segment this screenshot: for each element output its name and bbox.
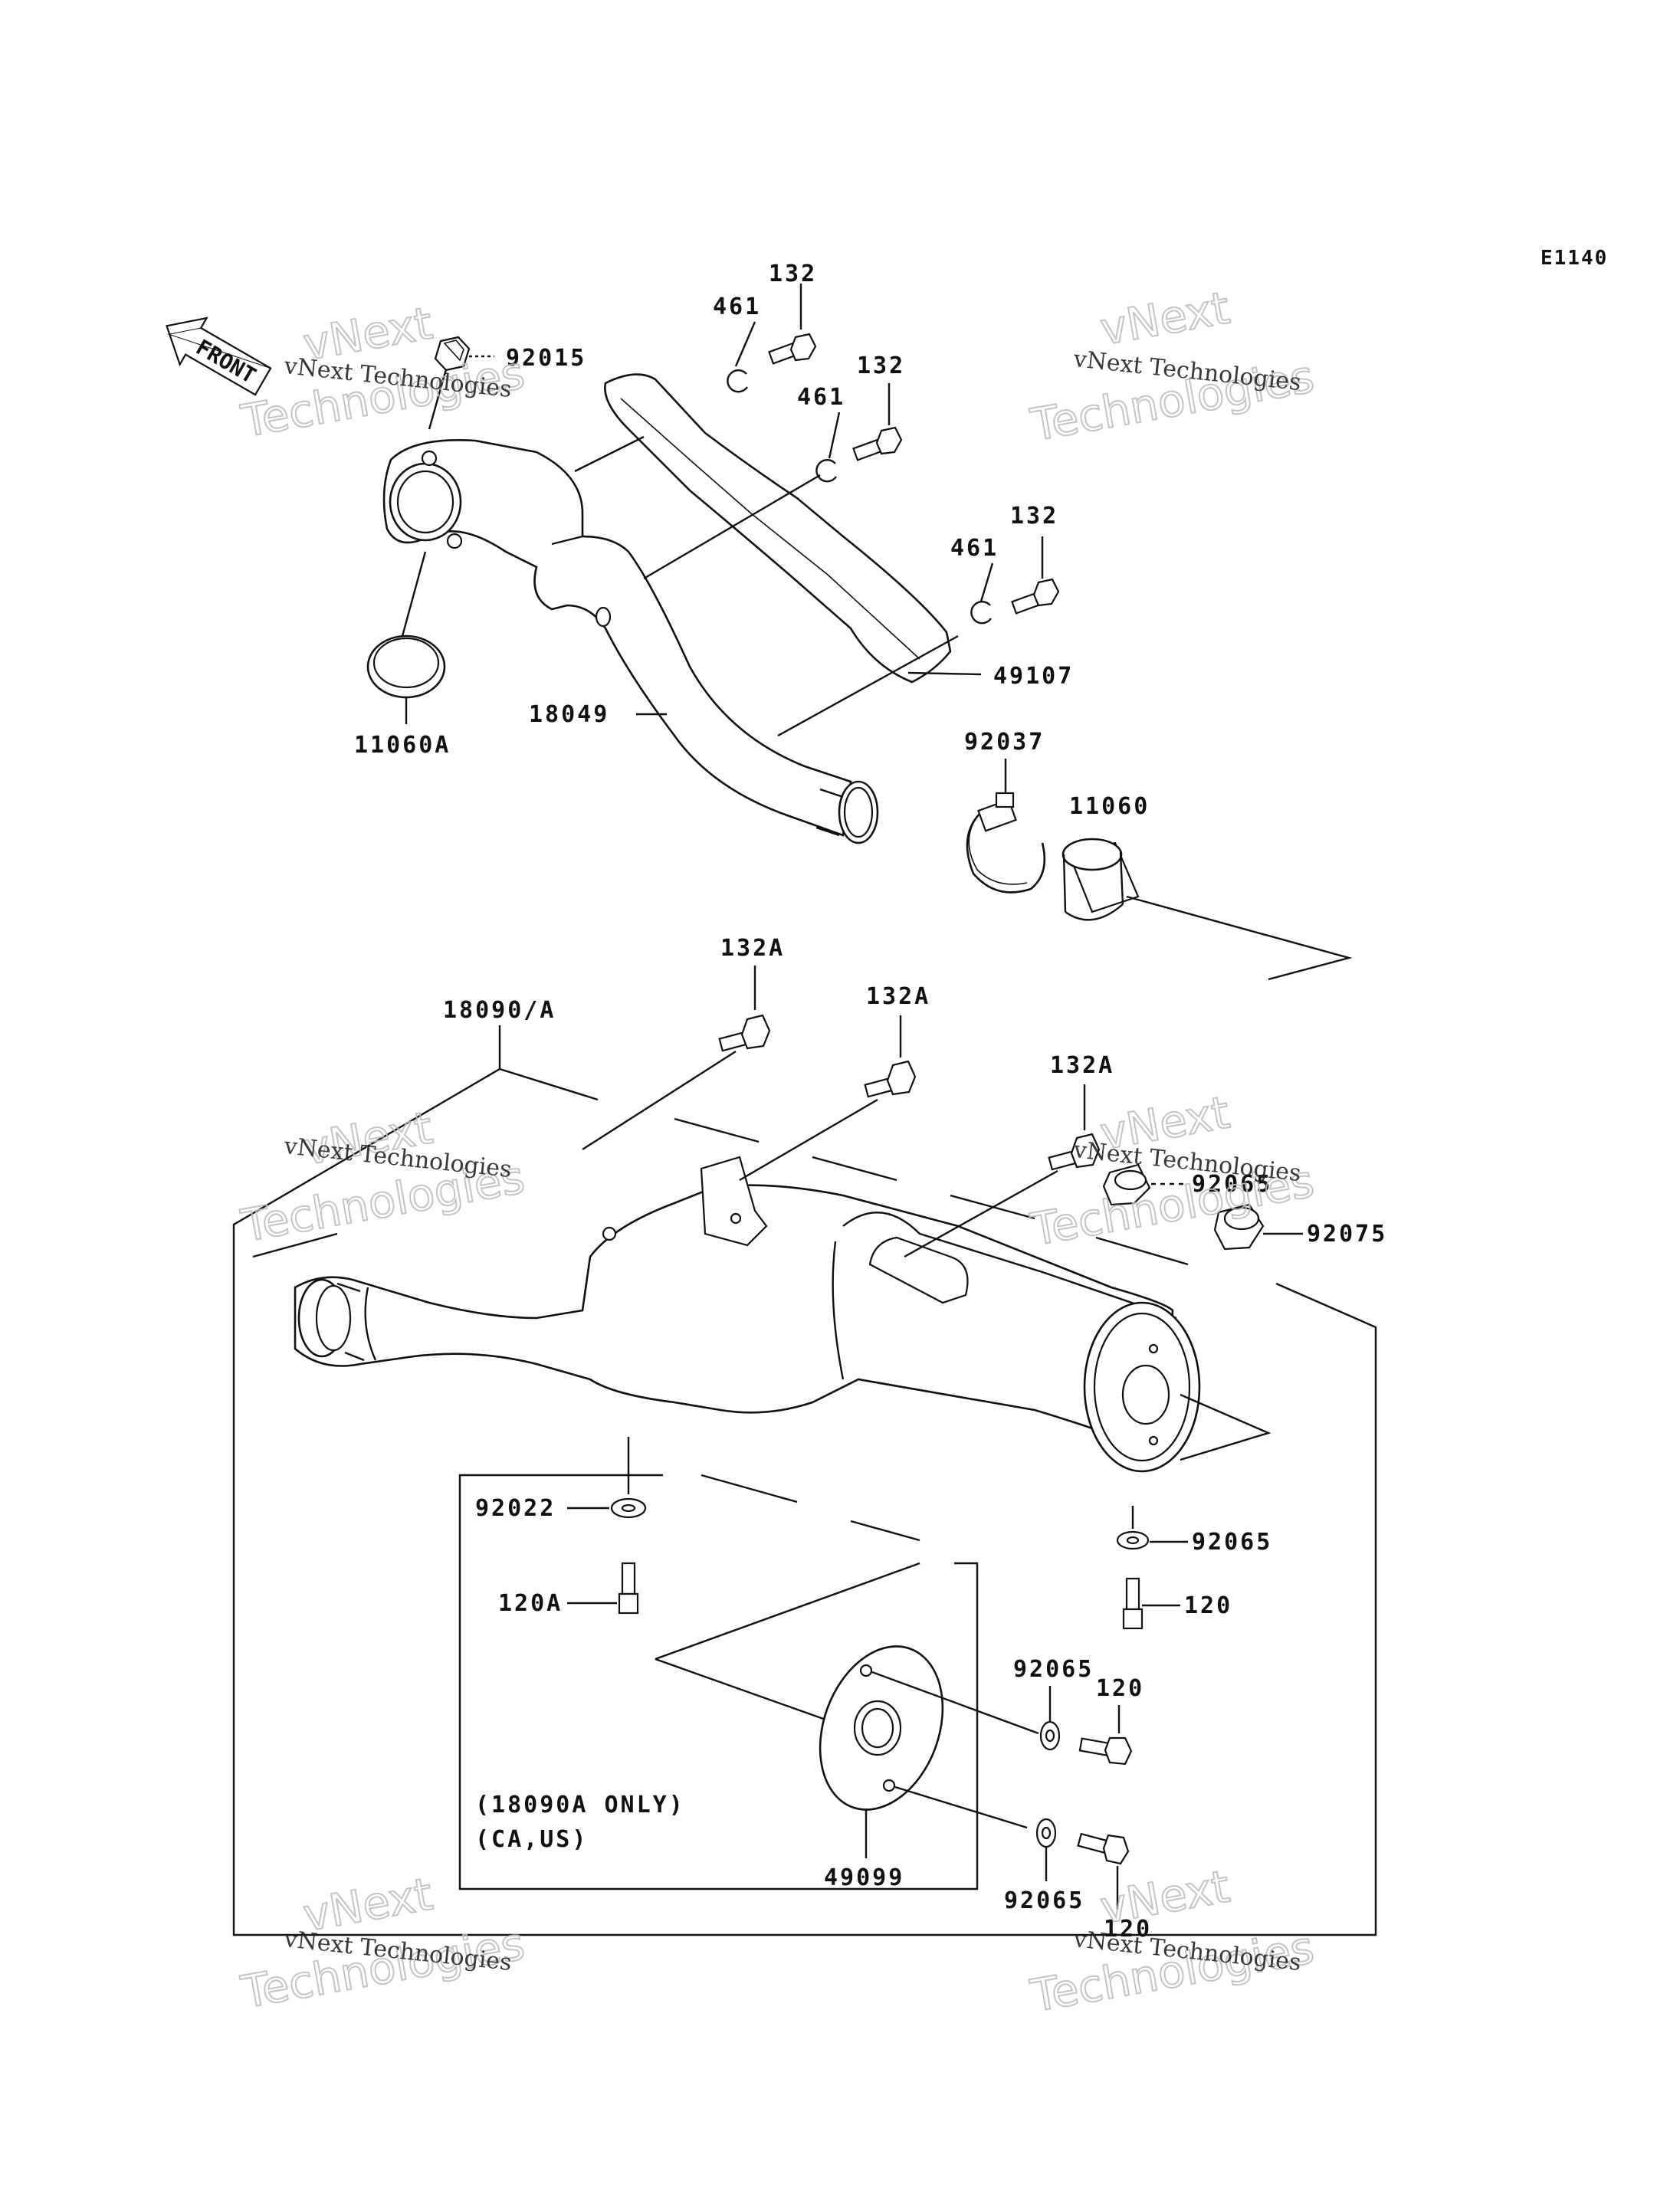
washer-92065-c	[1035, 1818, 1057, 1848]
grommet-92065-top	[1102, 1163, 1151, 1206]
retainer-461-b	[815, 458, 837, 483]
bolt-120-a	[1122, 1577, 1144, 1630]
spark-arrester-49099	[819, 1645, 944, 1811]
bolt-92015	[434, 336, 494, 372]
washer-92065-mid	[1116, 1530, 1150, 1550]
bolt-120A	[618, 1562, 639, 1615]
label-92037: 92037	[964, 729, 1045, 756]
bolt-132-a	[768, 333, 817, 365]
applicability-note-2: (CA,US)	[475, 1826, 588, 1853]
label-92022: 92022	[475, 1495, 556, 1522]
bolt-120-b	[1078, 1736, 1133, 1766]
retainer-461-a	[727, 369, 748, 393]
label-120A: 120A	[498, 1590, 563, 1617]
watermark-word: vNext	[1097, 281, 1234, 355]
label-92075: 92075	[1307, 1221, 1387, 1248]
watermark-bottom-left: vNext Technologies vNext Technologies	[237, 1867, 530, 2019]
bolt-120-c	[1077, 1832, 1130, 1865]
diagram-code: E1140	[1541, 247, 1608, 270]
heat-shield-49107	[604, 373, 952, 684]
watermark-mid-right: vNext Technologies vNext Technologies	[1026, 1085, 1319, 1257]
header-pipe-18049	[382, 439, 879, 844]
label-132A-c: 132A	[1050, 1052, 1114, 1079]
label-132A-a: 132A	[720, 935, 785, 962]
label-132-b: 132	[857, 353, 905, 379]
bolt-132-c	[1011, 578, 1060, 615]
label-132-a: 132	[769, 261, 817, 287]
label-461-c: 461	[950, 535, 999, 562]
retainer-461-c	[970, 600, 992, 625]
label-92065-c: 92065	[1004, 1887, 1084, 1914]
label-92065-mid: 92065	[1192, 1529, 1272, 1556]
label-120-b: 120	[1096, 1675, 1144, 1702]
washer-92065-b	[1039, 1720, 1061, 1751]
label-11060A: 11060A	[354, 732, 451, 759]
label-11060: 11060	[1069, 793, 1150, 820]
bolt-132A-b	[864, 1060, 917, 1098]
label-461-b: 461	[797, 384, 845, 411]
label-49099: 49099	[824, 1864, 904, 1891]
label-120-c: 120	[1104, 1916, 1152, 1943]
bolt-132A-a	[718, 1014, 771, 1052]
bolt-132A-c	[1048, 1133, 1101, 1171]
watermark-top-left: vNext Technologies vNext Technologies	[237, 296, 530, 448]
watermark-top-right: vNext Technologies vNext Technologies	[1026, 280, 1319, 452]
label-49107: 49107	[993, 663, 1074, 690]
label-92065-top: 92065	[1192, 1171, 1272, 1198]
label-18090A: 18090/A	[443, 997, 556, 1024]
applicability-note-1: (18090A ONLY)	[475, 1792, 685, 1818]
label-120-a: 120	[1184, 1592, 1232, 1619]
front-arrow-icon: FRONT	[166, 316, 272, 396]
bolt-132-b	[852, 426, 903, 461]
label-132A-b: 132A	[866, 983, 930, 1010]
label-18049: 18049	[529, 701, 609, 728]
label-92065-b: 92065	[1013, 1656, 1094, 1683]
clamp-92037	[966, 792, 1046, 894]
watermark-bottom-right: vNext Technologies vNext Technologies	[1026, 1859, 1319, 2023]
label-92015: 92015	[506, 345, 586, 372]
label-132-c: 132	[1010, 503, 1058, 530]
gasket-11060	[1061, 838, 1140, 921]
grommet-92075	[1213, 1203, 1265, 1251]
washer-92022	[610, 1497, 647, 1519]
gasket-11060A	[366, 635, 446, 699]
muffler-18090A	[294, 1156, 1201, 1473]
label-461-a: 461	[713, 293, 761, 320]
watermark-mid-left: vNext Technologies vNext Technologies	[237, 1100, 530, 1253]
